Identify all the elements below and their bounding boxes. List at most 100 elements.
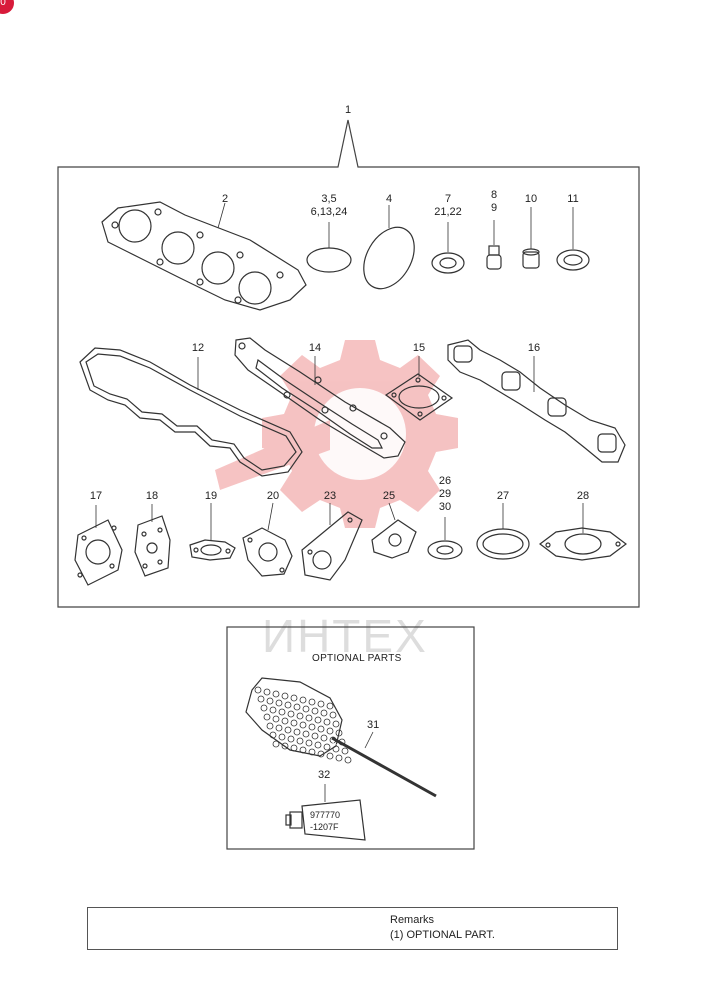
part-7-seal [431,222,465,274]
part-10-cap [522,207,540,269]
brush-bristle [311,732,319,740]
part-12-cover-gasket [79,347,303,477]
part-label-8-line-1: 8 [491,189,497,201]
part-31-hone-brush: 31 [245,677,437,801]
brush-bristle [278,708,286,716]
top-label: 1 [345,104,351,116]
brush-bristle [299,696,307,704]
brush-bristle [302,705,310,713]
brush-bristle [341,747,349,755]
brush-bristle [320,734,328,742]
part-32-sealant-tube: 977770 -1207F 32 [285,769,366,841]
part-label-3-line-1: 3,5 [321,193,336,205]
part-label-4-line-1: 4 [386,193,392,205]
brush-bristle [326,752,334,760]
brush-bristle [332,745,340,753]
part-label-7-line-2: 21,22 [434,206,462,218]
brush-bristle [287,710,295,718]
part-16-exhaust-gasket [447,339,626,463]
part-label-12-line-1: 12 [192,342,204,354]
brush-bristle [272,740,280,748]
brush-bristle [293,703,301,711]
part-14-manifold-gasket [234,337,406,459]
gear-swoosh [215,420,330,490]
part-label-16-line-1: 16 [528,342,540,354]
brush-bristle [323,718,331,726]
brush-bristle [326,702,334,710]
part-31-label: 31 [367,719,379,731]
brush-bristle [281,717,289,725]
brush-bristle [308,748,316,756]
brush-bristle [269,731,277,739]
part-17-flange-gasket [74,505,123,586]
part-label-20-line-1: 20 [267,490,279,502]
part-8-stem-seal [486,220,502,270]
brush-bristle [284,726,292,734]
brush-bristle [305,714,313,722]
brush-bristle [266,697,274,705]
part-label-25-line-1: 25 [383,490,395,502]
brush-bristle [335,754,343,762]
part-32-label: 32 [318,769,330,781]
brush-bristle [266,722,274,730]
brush-bristle [335,729,343,737]
part-label-17-line-1: 17 [90,490,102,502]
part-15-square-gasket [384,356,454,421]
part-20-pump-gasket [242,502,293,577]
part-label-27-line-1: 27 [497,490,509,502]
brush-bristle [314,741,322,749]
tube-text-2: -1207F [310,822,339,832]
brush-bristle [308,723,316,731]
brush-bristle [275,724,283,732]
brush-bristle [272,715,280,723]
optional-parts-frame: OPTIONAL PARTS [226,626,475,850]
part-label-26-line-2: 29 [439,488,451,500]
brush-bristle [281,742,289,750]
brush-bristle [308,698,316,706]
main-frame: 1 [57,104,640,608]
brush-bristle [263,713,271,721]
part-label-11-line-1: 11 [567,193,578,205]
brush-bristle [299,721,307,729]
watermark-text: ИНТЕХ [262,610,428,662]
optional-parts-title: OPTIONAL PARTS [312,653,402,664]
brush-bristle [263,688,271,696]
part-26-washer [427,517,463,560]
brush-bristle [272,690,280,698]
brush-bristle [311,707,319,715]
brush-bristle [317,700,325,708]
brush-bristle [278,733,286,741]
brush-bristle [320,709,328,717]
brush-bristle [284,701,292,709]
brush-bristle [275,699,283,707]
part-4-o-ring-large [363,205,415,290]
brush-bristle [317,750,325,758]
part-label-3-line-2: 6,13,24 [311,206,348,218]
part-label-19-line-1: 19 [205,490,217,502]
brush-bristle [287,735,295,743]
tube-text-1: 977770 [310,810,340,820]
part-label-8-line-2: 9 [491,202,497,214]
part-label-26-line-3: 30 [439,501,451,513]
part-27-ring-gasket [476,503,530,560]
watermark: ИНТЕХ [215,340,458,662]
brush-bristle [317,725,325,733]
corner-badge: 0 [0,0,14,14]
part-3-o-ring [306,222,352,273]
part-label-28-line-1: 28 [577,490,589,502]
part-28-flange-gasket [539,503,627,561]
part-label-2-line-1: 2 [222,193,228,205]
part-label-26-line-1: 26 [439,475,451,487]
brush-bristle [305,739,313,747]
part-label-14-line-1: 14 [309,342,321,354]
part-label-23-line-1: 23 [324,490,336,502]
brush-bristle [257,695,265,703]
brush-bristle [290,744,298,752]
remarks-title: Remarks [390,914,435,926]
brush-bristle [326,727,334,735]
part-label-18-line-1: 18 [146,490,158,502]
brush-bristle [323,743,331,751]
part-11-seal-ring [556,207,590,271]
